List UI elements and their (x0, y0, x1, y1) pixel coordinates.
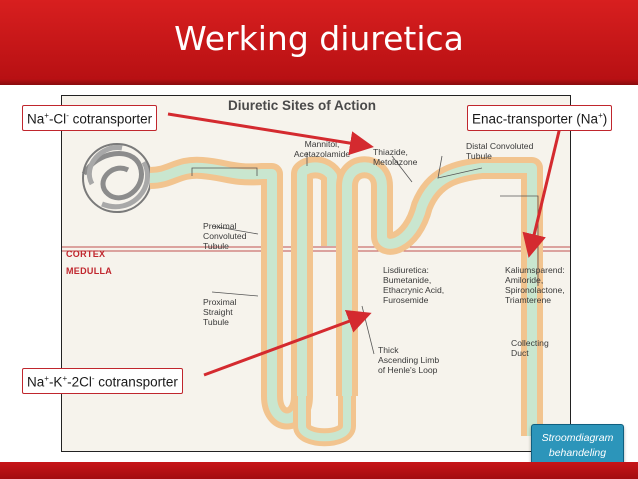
label-distal: Distal Convoluted Tubule (466, 141, 533, 161)
label-thick-ascending: Thick Ascending Limb of Henle's Loop (378, 345, 439, 375)
button-line1: Stroomdiagram (541, 432, 614, 444)
label-thiazide: Thiazide, Metolazone (373, 147, 417, 167)
label-thick-1: Thick (378, 345, 399, 355)
label-coll-1: Collecting (511, 338, 549, 348)
callout-enac-transporter: Enac-transporter (Na+) (467, 105, 613, 131)
label-ps-line2: Straight (203, 307, 233, 317)
nak2cl-sb: + (62, 374, 68, 383)
label-thick-3: of Henle's Loop (378, 365, 438, 375)
label-lis-2: Ethacrynic Acid, (383, 285, 445, 295)
proximal-tubule (149, 156, 343, 430)
label-kal-1: Amiloride, (505, 275, 544, 285)
label-thiazide-line2: Metolazone (373, 157, 418, 167)
label-mannitol: Mannitol, Acetazolamide (282, 139, 362, 159)
callout-nacl-cotransporter: Na+-Cl- cotransporter (22, 105, 158, 131)
nak2cl-na: Na (27, 374, 45, 390)
nak2cl-sc: - (91, 374, 95, 383)
label-ps-line3: Tubule (203, 317, 229, 327)
henle-loop (336, 156, 543, 436)
label-kal-3: Triamterene (505, 295, 552, 305)
label-kal-head: Kaliumsparend: (505, 265, 565, 275)
label-proximal-convoluted: Proximal Convoluted Tubule (203, 221, 246, 251)
glomerulus (81, 145, 150, 210)
callout-nak2cl-cotransporter: Na+-K+-2Cl- cotransporter (22, 368, 183, 394)
nacl-sup2: - (66, 111, 69, 120)
medulla-label: MEDULLA (66, 266, 113, 276)
label-pc-line3: Tubule (203, 241, 229, 251)
label-distal-line1: Distal Convoluted (466, 141, 534, 151)
label-lis-1: Bumetanide, (383, 275, 432, 285)
nak2cl-tail: cotransporter (94, 374, 178, 390)
header-bar: Werking diuretica (0, 0, 638, 85)
enac-sup: + (598, 111, 603, 120)
nacl-na: Na (27, 111, 45, 127)
label-proximal-straight: Proximal Straight Tubule (203, 297, 236, 327)
label-lis-3: Furosemide (383, 295, 429, 305)
label-coll-2: Duct (511, 348, 529, 358)
enac-base: Enac-transporter (Na (472, 111, 599, 127)
label-lisdiuretica: Lisdiuretica: Bumetanide, Ethacrynic Aci… (383, 265, 444, 305)
label-lis-head: Lisdiuretica: (383, 265, 429, 275)
label-pc-line1: Proximal (203, 221, 237, 231)
label-kal-2: Spironolactone, (505, 285, 565, 295)
label-mannitol-line1: Mannitol, (304, 139, 340, 149)
nephron-diagram (62, 143, 570, 447)
diagram-title: Diuretic Sites of Action (228, 98, 377, 113)
label-thick-2: Ascending Limb (378, 355, 440, 365)
nacl-sup1: + (44, 111, 49, 120)
nak2cl-cl: -2Cl (67, 374, 92, 390)
cortex-label: CORTEX (66, 249, 106, 259)
label-collecting-duct: Collecting Duct (511, 338, 549, 358)
button-line2: behandeling (548, 447, 607, 459)
label-thiazide-line1: Thiazide, (373, 147, 408, 157)
label-kaliumsparend: Kaliumsparend: Amiloride, Spironolactone… (505, 265, 565, 305)
label-mannitol-line2: Acetazolamide (293, 149, 351, 159)
nacl-cl: -Cl (48, 111, 67, 127)
label-ps-line1: Proximal (203, 297, 237, 307)
slide-title: Werking diuretica (174, 19, 464, 58)
nak2cl-sa: + (44, 374, 49, 383)
enac-tail: ) (602, 111, 608, 127)
label-pc-line2: Convoluted (203, 231, 247, 241)
footer-bar (0, 462, 638, 479)
label-distal-line2: Tubule (466, 151, 492, 161)
nacl-tail: cotransporter (68, 111, 153, 127)
nak2cl-k: -K (48, 374, 63, 390)
